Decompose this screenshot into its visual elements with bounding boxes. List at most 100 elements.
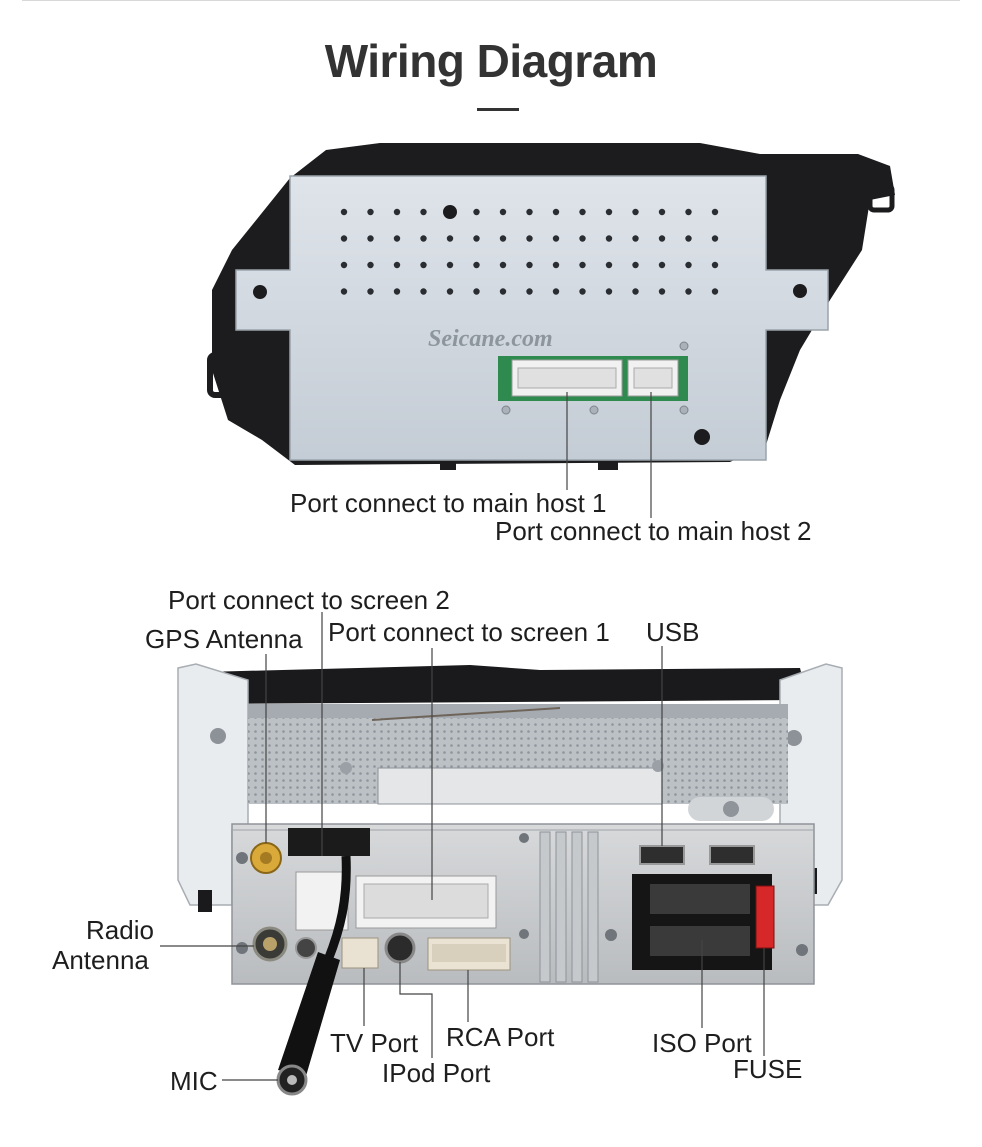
vent-hole xyxy=(473,261,480,269)
label-tv-port: TV Port xyxy=(330,1028,419,1058)
screw xyxy=(236,942,248,954)
vent-hole xyxy=(711,288,719,295)
vent-hole xyxy=(420,235,427,242)
label-screen-1: Port connect to screen 1 xyxy=(328,617,610,647)
vent-hole xyxy=(605,235,613,242)
bottom-unit-heatsink xyxy=(539,831,599,983)
mic-cable xyxy=(323,855,351,962)
vent-hole xyxy=(632,235,639,242)
vent-hole xyxy=(367,261,374,269)
vent-hole xyxy=(552,208,560,216)
top-unit-mount-hole xyxy=(694,429,710,445)
screw xyxy=(605,929,617,941)
vent-hole xyxy=(499,288,507,295)
leader-ipod xyxy=(399,962,433,1058)
vent-hole xyxy=(632,261,639,269)
top-unit-clip-left xyxy=(207,352,235,398)
vent-hole xyxy=(711,208,719,216)
vent-hole xyxy=(340,261,348,269)
bottom-unit xyxy=(177,663,843,1096)
label-iso-port: ISO Port xyxy=(652,1028,752,1058)
vent-hole xyxy=(526,261,533,269)
vent-hole xyxy=(552,235,560,242)
vent-hole xyxy=(552,261,560,269)
label-fuse: FUSE xyxy=(733,1054,803,1084)
vent-hole xyxy=(711,235,719,242)
vent-hole xyxy=(473,288,480,295)
vent-hole xyxy=(526,235,533,242)
vent-hole xyxy=(393,288,401,295)
vent-hole xyxy=(605,261,613,269)
vent-hole xyxy=(685,208,692,216)
screen2-plug xyxy=(288,828,370,856)
vent-hole xyxy=(393,208,401,216)
vent-hole xyxy=(367,208,374,216)
tv-port-connector xyxy=(341,937,379,969)
vent-hole xyxy=(446,288,454,295)
vent-hole xyxy=(446,261,454,269)
vent-hole xyxy=(711,261,719,269)
top-unit-clip-right xyxy=(867,183,895,213)
fuse-holder xyxy=(755,885,775,949)
vent-hole xyxy=(632,288,639,295)
label-mic: MIC xyxy=(170,1066,218,1096)
usb-port-1 xyxy=(639,845,685,865)
screw xyxy=(519,929,529,939)
vent-hole xyxy=(367,235,374,242)
title-underline xyxy=(477,108,519,111)
vent-hole xyxy=(499,208,507,216)
vent-hole xyxy=(526,288,533,295)
mic-plug xyxy=(278,952,340,1076)
label-rca-port: RCA Port xyxy=(446,1022,555,1052)
top-unit-plate xyxy=(235,175,829,461)
vent-hole xyxy=(605,288,613,295)
bottom-unit-top-frame xyxy=(205,665,808,704)
label-ipod-port: IPod Port xyxy=(382,1058,491,1088)
ipod-port-connector xyxy=(384,932,416,964)
vent-hole xyxy=(340,288,348,295)
vent-hole xyxy=(579,261,586,269)
page-title: Wiring Diagram xyxy=(324,35,658,87)
vent-hole xyxy=(552,288,560,295)
iso-port-pins xyxy=(650,884,750,956)
vent-hole xyxy=(526,208,533,216)
top-unit-mount-hole xyxy=(443,205,457,219)
label-radio-antenna-line1: Radio xyxy=(86,915,154,945)
vent-hole xyxy=(632,208,639,216)
vent-hole xyxy=(499,235,507,242)
vent-hole xyxy=(393,235,401,242)
vent-hole xyxy=(420,288,427,295)
vent-hole xyxy=(685,235,692,242)
vent-hole xyxy=(579,208,586,216)
top-unit-watermark: Seicane.com xyxy=(428,326,553,352)
vent-hole xyxy=(685,288,692,295)
screw xyxy=(519,833,529,843)
vent-hole xyxy=(658,288,666,295)
vent-hole xyxy=(685,261,692,269)
top-unit-mount-hole xyxy=(253,285,267,299)
bottom-unit-sticker xyxy=(377,767,663,805)
mic-jack xyxy=(295,937,317,959)
vent-hole xyxy=(473,235,480,242)
vent-hole xyxy=(579,235,586,242)
screw xyxy=(236,852,248,864)
vent-hole xyxy=(499,261,507,269)
top-unit: Seicane.com xyxy=(207,143,895,470)
label-radio-antenna-line2: Antenna xyxy=(52,945,149,975)
vent-hole xyxy=(658,261,666,269)
top-divider xyxy=(22,0,960,1)
android-icon xyxy=(723,801,739,817)
vent-hole xyxy=(340,208,348,216)
label-main-host-1: Port connect to main host 1 xyxy=(290,488,607,518)
vent-hole xyxy=(446,235,454,242)
vent-hole xyxy=(393,261,401,269)
vent-hole xyxy=(420,261,427,269)
label-screen-2: Port connect to screen 2 xyxy=(168,585,450,615)
vent-hole xyxy=(605,208,613,216)
vent-hole xyxy=(340,235,348,242)
vent-hole xyxy=(367,288,374,295)
vent-hole xyxy=(420,208,427,216)
vent-hole xyxy=(658,208,666,216)
label-gps-antenna: GPS Antenna xyxy=(145,624,303,654)
